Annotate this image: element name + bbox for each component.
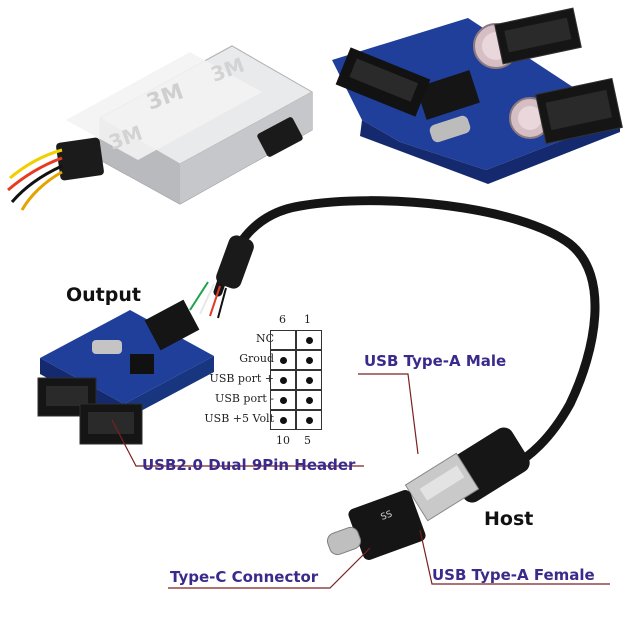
callout-line-header	[111, 419, 364, 467]
pin-label-ground: Groud	[239, 352, 274, 365]
pin-number-1: 1	[304, 313, 311, 326]
pin-cell	[296, 390, 322, 410]
adhesive-mount: 3M 3M 3M	[7, 45, 314, 211]
pin-number-6: 6	[279, 313, 286, 326]
pin-dot	[280, 357, 287, 364]
host-label: Host	[484, 508, 534, 530]
pin-label-5v: USB +5 Volt	[204, 412, 274, 425]
adapter-text: SS	[380, 509, 394, 522]
pin-cell	[270, 350, 296, 370]
usb-type-a-female-label: USB Type-A Female	[432, 566, 595, 584]
splitter-board-top	[332, 7, 623, 184]
callout-lines	[111, 373, 610, 589]
pin-cell	[270, 370, 296, 390]
pin-dot	[280, 397, 287, 404]
output-label: Output	[66, 284, 141, 306]
pin-cell	[296, 370, 322, 390]
dual-9pin-header-board	[37, 299, 214, 445]
usb-cable	[189, 196, 600, 475]
pin-dot	[306, 377, 313, 384]
type-c-connector-label: Type-C Connector	[170, 568, 319, 586]
pin-label-nc: NC	[255, 332, 274, 345]
pin-number-5: 5	[304, 434, 311, 447]
pin-dot	[306, 417, 313, 424]
usb2-dual-header-label: USB2.0 Dual 9Pin Header	[142, 456, 356, 474]
pin-cell	[296, 410, 322, 430]
callout-line-male	[358, 373, 419, 455]
usb-type-a-male-label: USB Type-A Male	[364, 352, 507, 370]
callout-line-typec	[168, 547, 371, 589]
type-c-adapter: SS	[326, 490, 426, 560]
pin-cell	[296, 330, 322, 350]
pin-dot	[280, 417, 287, 424]
pin-dot	[306, 337, 313, 344]
pinout-row-labels: NC Groud USB port + USB port - USB +5 Vo…	[170, 332, 274, 432]
pin-label-usb-plus: USB port +	[209, 372, 274, 385]
pin-cell	[270, 330, 296, 350]
pin-dot	[280, 377, 287, 384]
usb-type-a-male-plug	[404, 427, 530, 522]
pin-cell	[296, 350, 322, 370]
pinout-grid	[270, 330, 322, 430]
callout-line-female	[419, 529, 610, 585]
pin-dot	[306, 357, 313, 364]
pin-cell	[270, 410, 296, 430]
pin-dot	[306, 397, 313, 404]
pin-label-usb-minus: USB port -	[215, 392, 274, 405]
pin-cell	[270, 390, 296, 410]
pin-number-10: 10	[276, 434, 290, 447]
